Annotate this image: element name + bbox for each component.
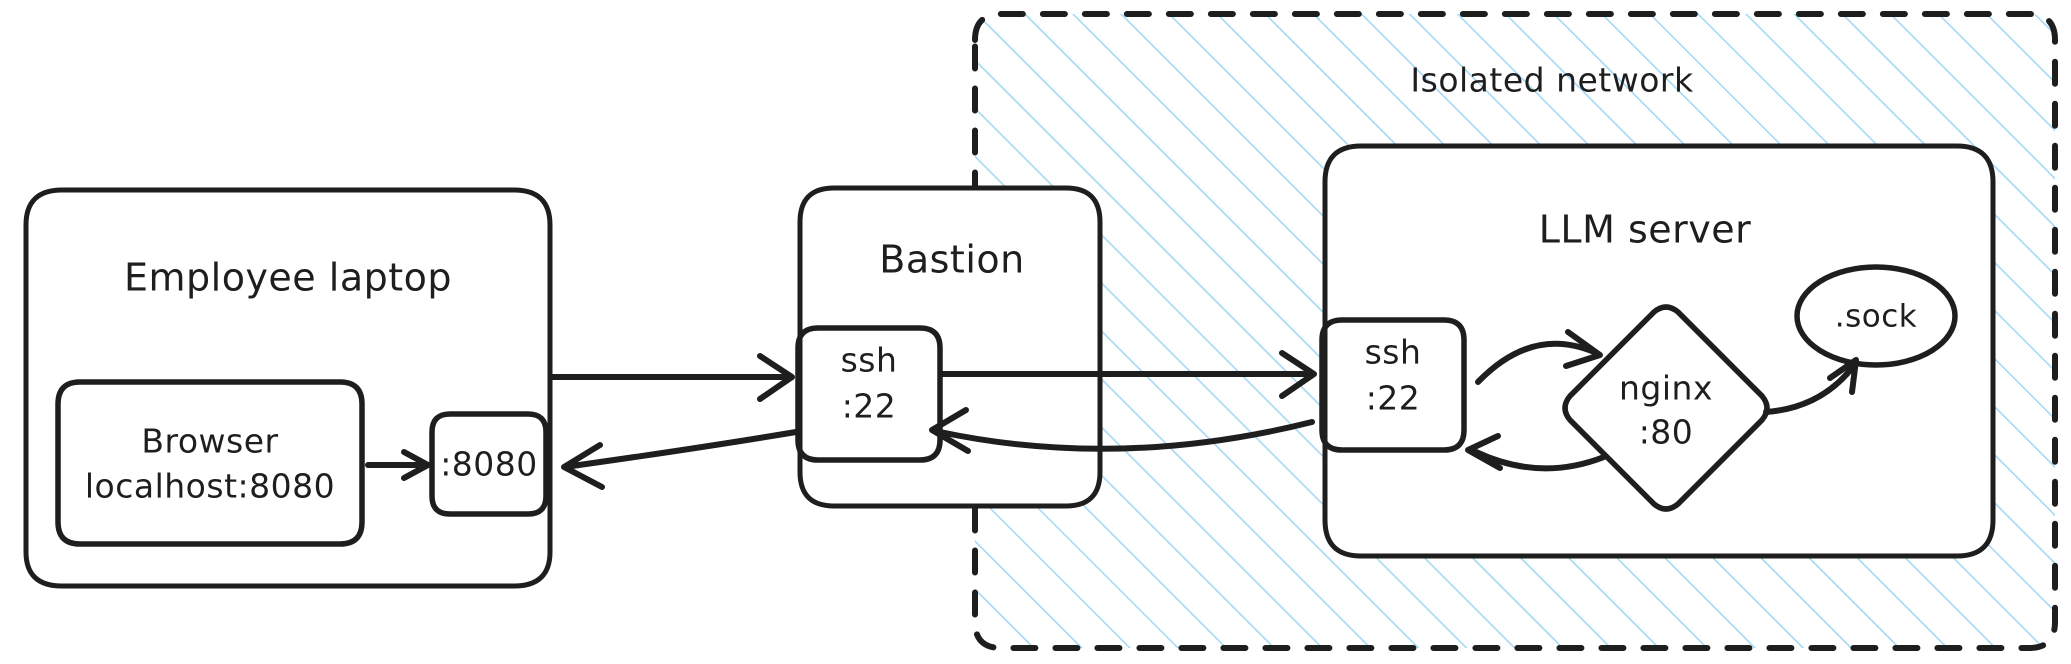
browser-label-line2: localhost:8080 <box>85 467 335 506</box>
browser-label-line1: Browser <box>141 422 278 461</box>
zone-label: Isolated network <box>1410 61 1694 100</box>
group-employee-laptop[interactable]: Employee laptop Browser localhost:8080 :… <box>23 187 553 589</box>
bastion-ssh-label-line2: :22 <box>842 387 897 426</box>
bastion-label: Bastion <box>879 238 1024 282</box>
edge-nginx-to-llm-ssh <box>1465 433 1607 472</box>
sock-shape <box>1794 264 1958 368</box>
edge-nginx-to-sock <box>1763 357 1859 415</box>
employee-laptop-frame <box>23 187 553 589</box>
llm-ssh-label-line1: ssh <box>1365 333 1422 372</box>
llm-server-frame <box>1322 143 1996 559</box>
bastion-ssh-label-line1: ssh <box>841 341 898 380</box>
nginx-label-line1: nginx <box>1619 369 1713 408</box>
node-browser[interactable]: Browser localhost:8080 <box>55 379 365 547</box>
laptop-port-shape <box>429 411 549 517</box>
edge-bastion-to-laptop-port <box>561 429 799 490</box>
laptop-port-label: :8080 <box>440 445 538 484</box>
llm-ssh-shape <box>1319 317 1467 453</box>
group-llm-server[interactable]: LLM server ssh :22 nginx :80 .sock <box>1319 143 1996 559</box>
nginx-shape <box>1562 304 1770 512</box>
zone-dashed-border <box>972 11 2058 651</box>
browser-shape <box>55 379 365 547</box>
node-laptop-port-8080[interactable]: :8080 <box>429 411 549 517</box>
edge-browser-to-port <box>365 449 431 481</box>
edge-bastion-to-llm-ssh <box>939 350 1317 399</box>
bastion-ssh-shape <box>795 325 943 463</box>
edge-llm-to-bastion <box>929 407 1315 454</box>
node-llm-ssh[interactable]: ssh :22 <box>1319 317 1467 453</box>
sock-label: .sock <box>1835 299 1917 335</box>
group-bastion[interactable]: Bastion ssh :22 <box>795 185 1103 509</box>
node-sock[interactable]: .sock <box>1794 264 1958 368</box>
nginx-label-line2: :80 <box>1639 413 1694 452</box>
bastion-frame <box>797 185 1103 509</box>
llm-ssh-label-line2: :22 <box>1366 379 1421 418</box>
node-nginx[interactable]: nginx :80 <box>1562 304 1770 512</box>
node-bastion-ssh[interactable]: ssh :22 <box>795 325 943 463</box>
llm-server-label: LLM server <box>1539 208 1752 252</box>
edge-laptop-to-bastion-ssh <box>549 353 795 402</box>
employee-laptop-label: Employee laptop <box>124 256 452 300</box>
edge-llm-ssh-to-nginx <box>1475 329 1603 385</box>
